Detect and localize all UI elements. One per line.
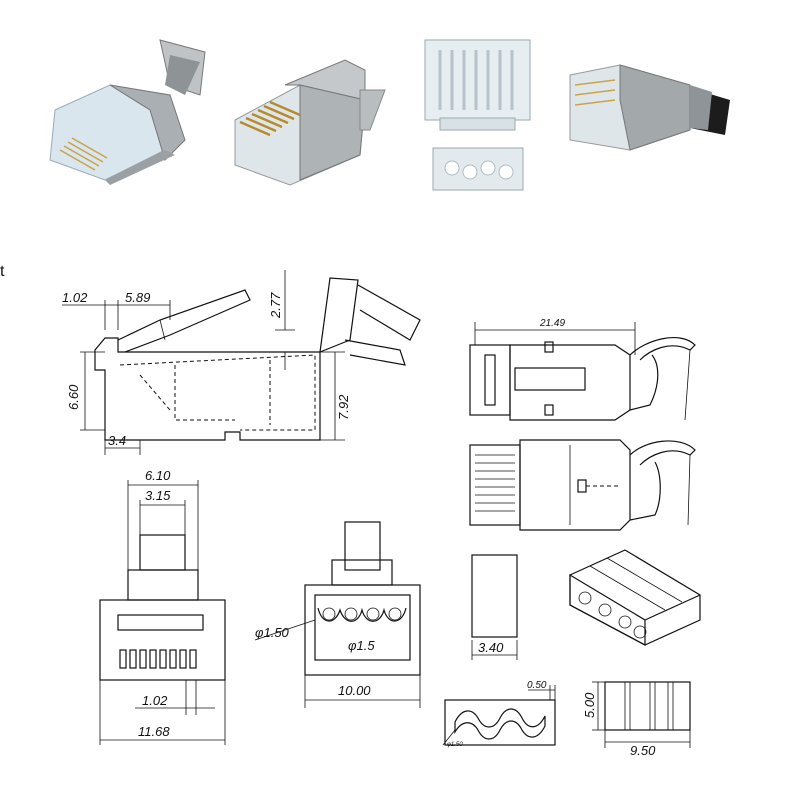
dim-2-77: 2.77 [268, 292, 283, 319]
dim-phi-1-5: φ1.5 [348, 638, 375, 653]
photo-connector-4 [569, 64, 730, 151]
photo-connector-3 [424, 39, 531, 191]
dim-0-50: 0.50 [527, 680, 547, 691]
dim-5-00: 5.00 [582, 692, 597, 718]
dim-1-02-front: 1.02 [142, 693, 168, 708]
dim-3-4: 3.4 [108, 433, 126, 448]
photo-connector-1 [49, 39, 206, 185]
corner-mark: t [0, 263, 5, 280]
dim-21-49: 21.49 [539, 318, 565, 329]
dim-10-00: 10.00 [338, 683, 371, 698]
dim-6-10: 6.10 [145, 468, 171, 483]
photo-connector-2 [234, 59, 386, 186]
dim-9-50: 9.50 [630, 743, 656, 758]
side-view-drawing [62, 270, 421, 455]
dim-phi-1-50-insert: φ1.50 [447, 742, 463, 748]
top-view-drawing [469, 322, 696, 531]
rear-view-drawing [254, 521, 421, 708]
dim-7-92: 7.92 [336, 394, 351, 420]
dim-6-60: 6.60 [66, 384, 81, 410]
dim-1-02-side: 1.02 [62, 290, 88, 305]
dim-3-40: 3.40 [478, 640, 504, 655]
dim-5-89: 5.89 [125, 290, 150, 305]
dim-phi-1-50: φ1.50 [255, 625, 290, 640]
front-view-drawing [99, 480, 226, 745]
dim-11-68: 11.68 [138, 724, 170, 739]
dim-3-15: 3.15 [145, 488, 171, 503]
insert-drawing [442, 549, 701, 748]
